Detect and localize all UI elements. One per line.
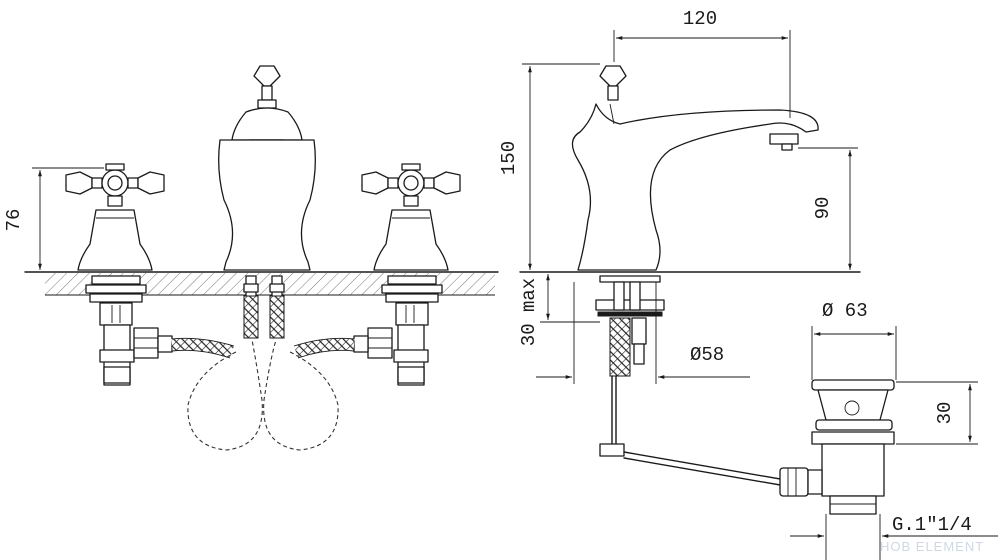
dim-30-label: 30	[934, 402, 956, 425]
dim-handle-height: 76	[3, 167, 104, 270]
dim-base-diameter: Ø58	[536, 282, 750, 384]
dim-90-label: 90	[812, 197, 834, 220]
dim-mount-thickness: 30 max	[518, 274, 600, 346]
dim-drain-height: 30	[896, 381, 978, 445]
front-view: 76	[3, 65, 499, 451]
right-valve-body	[353, 275, 443, 386]
dim-drain-diameter: Ø 63	[811, 300, 897, 380]
dim-spout-width: 120	[613, 8, 791, 118]
left-valve-body	[85, 275, 173, 386]
side-view: 120 150 90 30 max Ø58	[498, 8, 861, 487]
dim-thread-label: G.1"1/4	[892, 514, 972, 536]
pop-up-drain-icon	[779, 379, 998, 560]
dim-76-label: 76	[3, 209, 25, 232]
center-spout-icon	[218, 65, 316, 339]
dim-150-label: 150	[498, 141, 520, 175]
left-cross-handle-icon	[65, 163, 165, 271]
dim-30max-label: 30 max	[518, 278, 540, 346]
dim-63-label: Ø 63	[822, 300, 868, 322]
dim-total-height: 150	[498, 63, 600, 270]
side-mounting-parts	[595, 275, 787, 487]
watermark: HOB ELEMENT	[880, 539, 984, 554]
right-cross-handle-icon	[361, 163, 461, 271]
flexible-hoses	[171, 337, 355, 451]
dim-58-label: Ø58	[690, 344, 724, 366]
side-spout-icon	[571, 65, 819, 271]
dim-spout-height: 90	[798, 147, 858, 270]
dim-120-label: 120	[683, 8, 717, 30]
